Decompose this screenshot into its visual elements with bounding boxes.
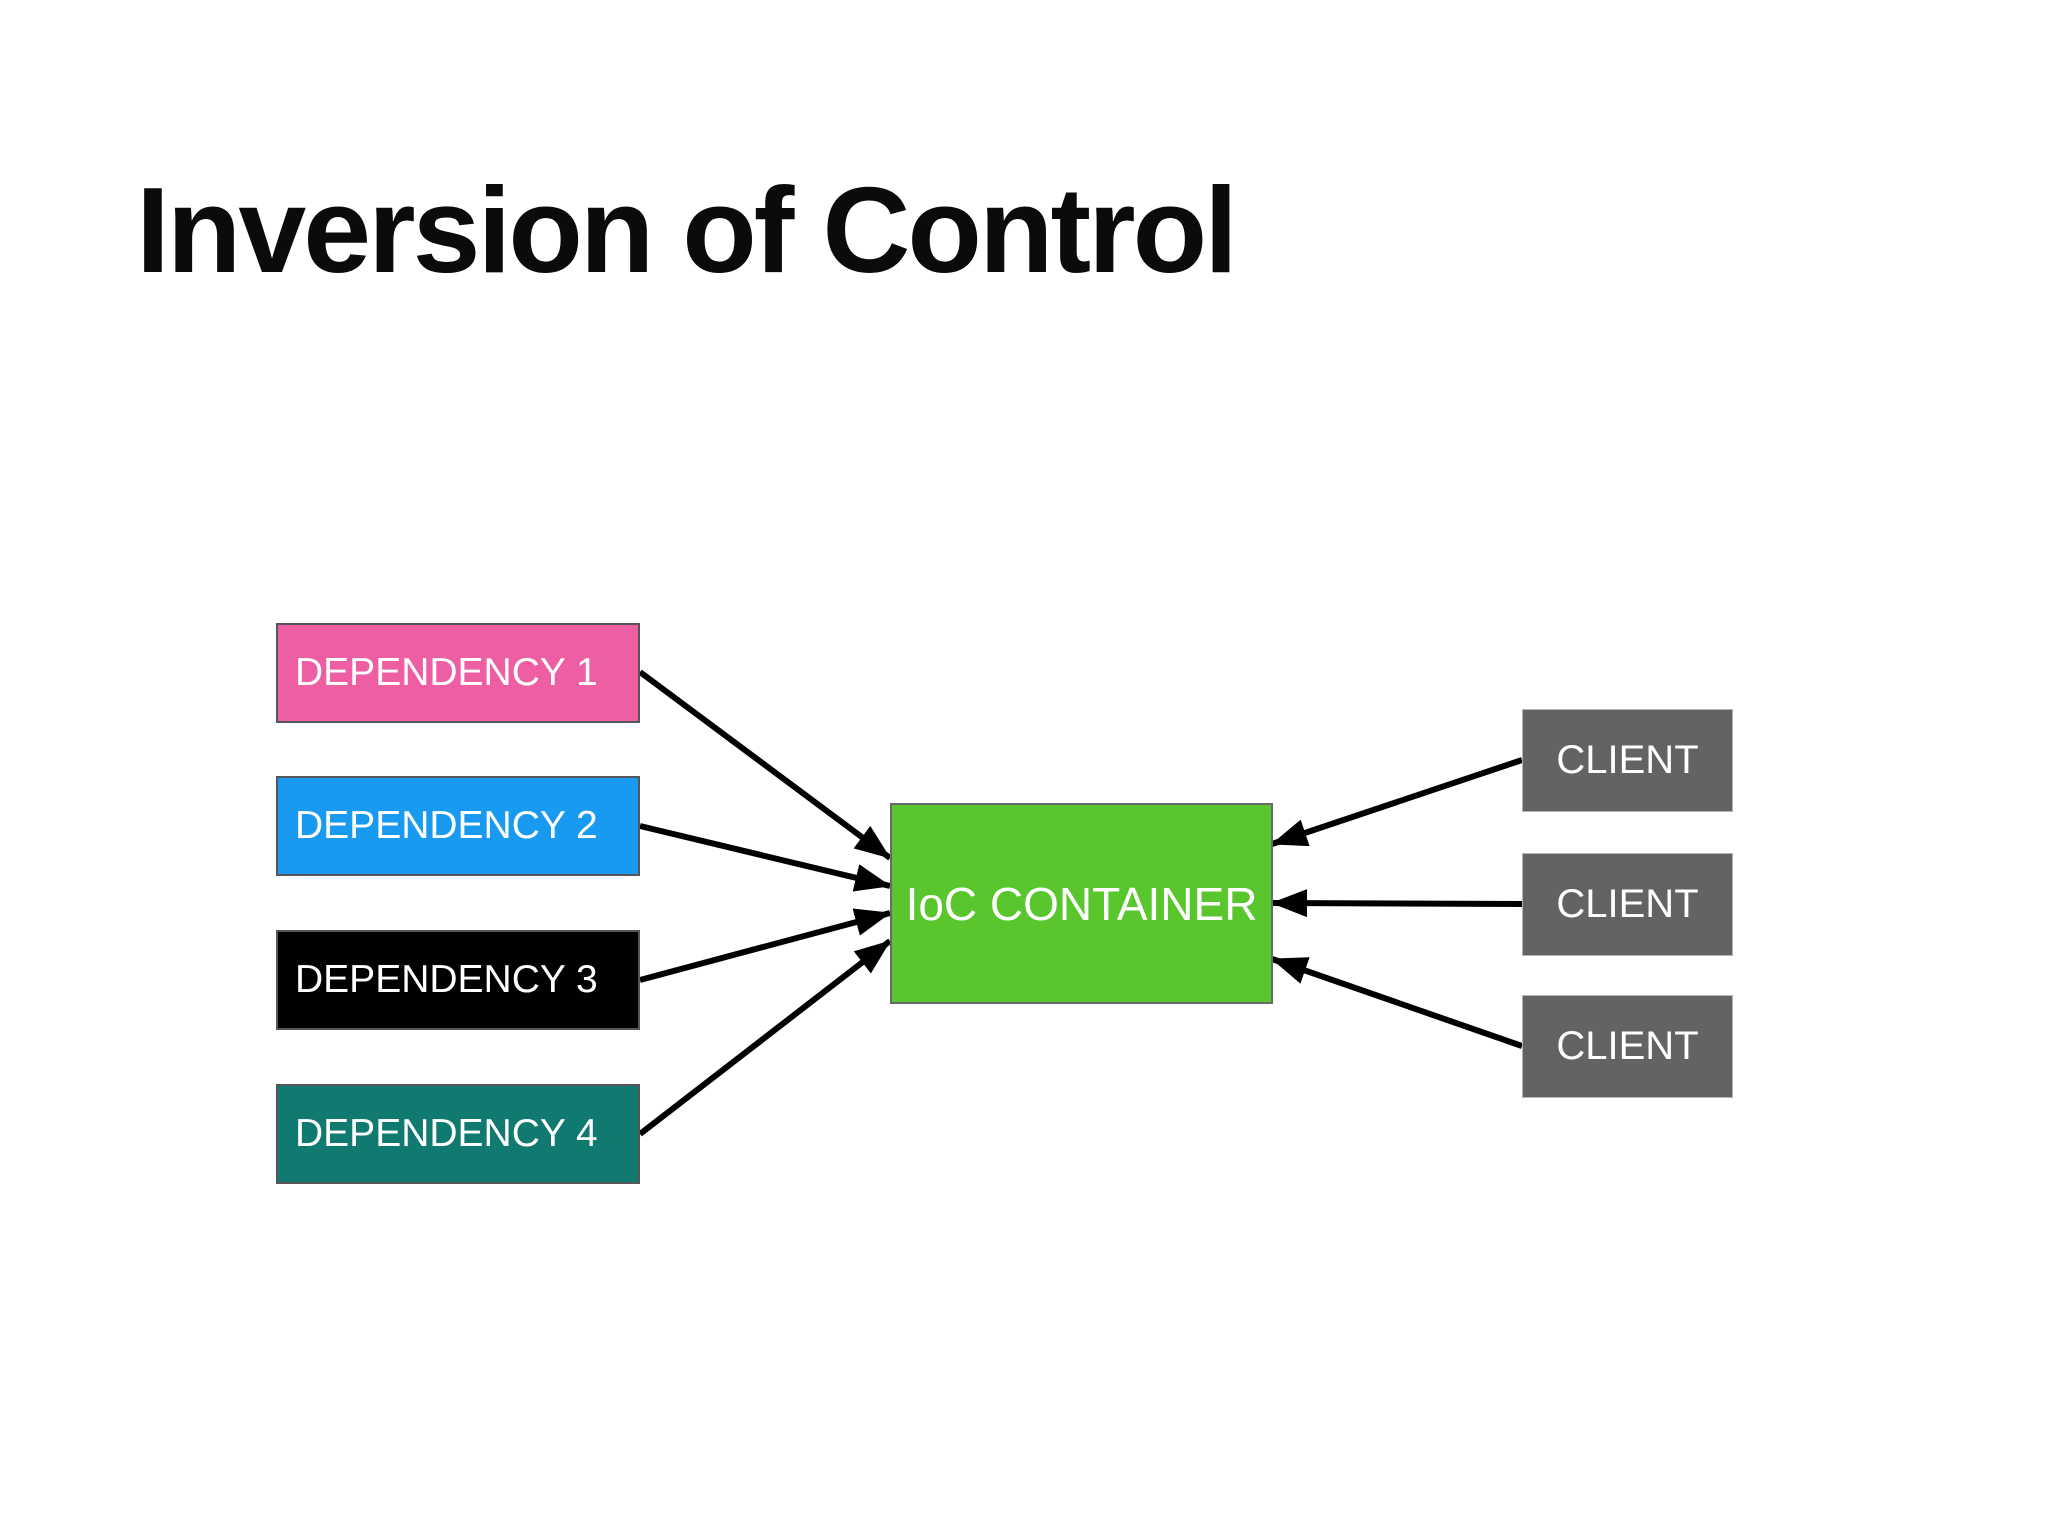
dependency-3-box: DEPENDENCY 3 bbox=[276, 930, 640, 1030]
client-2-label: CLIENT bbox=[1556, 882, 1699, 926]
client-3-box: CLIENT bbox=[1522, 995, 1733, 1098]
dependency-1-box: DEPENDENCY 1 bbox=[276, 623, 640, 723]
arrow-client-3-to-container bbox=[1271, 956, 1523, 1049]
arrow-dependency-1-to-container bbox=[638, 669, 892, 861]
dependency-4-label: DEPENDENCY 4 bbox=[295, 1112, 598, 1155]
dependency-3-label: DEPENDENCY 3 bbox=[295, 958, 598, 1001]
client-3-label: CLIENT bbox=[1556, 1024, 1699, 1068]
arrow-client-1-to-container bbox=[1271, 757, 1523, 847]
arrow-dependency-3-to-container bbox=[639, 908, 891, 983]
dependency-2-label: DEPENDENCY 2 bbox=[295, 804, 598, 847]
client-1-box: CLIENT bbox=[1522, 709, 1733, 812]
page-title: Inversion of Control bbox=[136, 162, 1238, 298]
ioc-container-label: IoC CONTAINER bbox=[905, 877, 1258, 930]
arrow-dependency-4-to-container bbox=[638, 938, 892, 1137]
dependency-4-box: DEPENDENCY 4 bbox=[276, 1084, 640, 1184]
arrow-dependency-2-to-container bbox=[639, 823, 891, 892]
client-2-box: CLIENT bbox=[1522, 853, 1733, 956]
ioc-container-box: IoC CONTAINER bbox=[890, 803, 1273, 1004]
arrow-client-2-to-container bbox=[1271, 889, 1523, 918]
dependency-2-box: DEPENDENCY 2 bbox=[276, 776, 640, 876]
client-1-label: CLIENT bbox=[1556, 738, 1699, 782]
dependency-1-label: DEPENDENCY 1 bbox=[295, 651, 598, 694]
